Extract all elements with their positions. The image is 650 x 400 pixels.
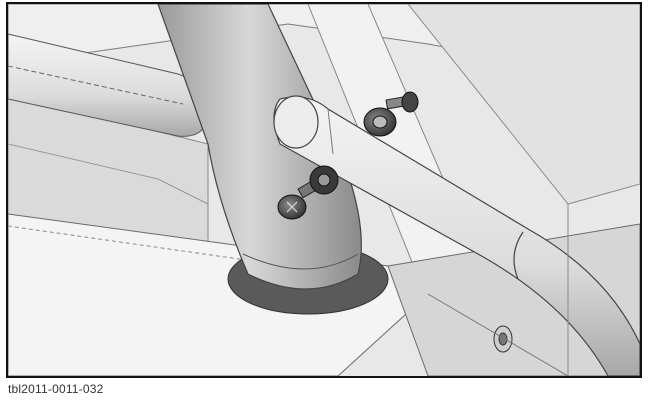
illustration-frame <box>6 2 642 378</box>
frame-post-icon <box>157 4 362 290</box>
washer-icon <box>493 325 513 353</box>
hex-nut-icon <box>363 91 419 137</box>
technical-illustration <box>8 4 640 376</box>
flange-bolt-icon <box>277 165 339 220</box>
rail-tube-icon <box>273 96 640 376</box>
figure-id-caption: tbl2011-0011-032 <box>8 382 104 396</box>
